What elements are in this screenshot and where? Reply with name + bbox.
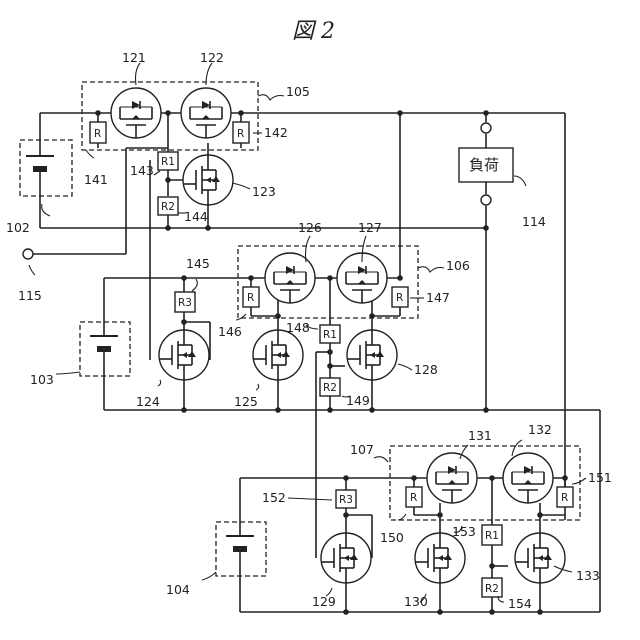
ref-123: 123 [252,184,276,199]
resistor-151-label: R [561,492,568,504]
ref-126: 126 [298,220,322,235]
fet-133 [515,533,565,583]
figure-title: 図 2 [292,19,335,44]
ref-129: 129 [312,594,336,609]
ref-107: 107 [350,442,374,457]
ref-152: 152 [262,490,286,505]
resistor-150-label: R [410,492,417,504]
fet-131 [427,453,477,503]
fet-132 [503,453,553,503]
resistor-144-label: R2 [161,201,175,213]
load-label: 負荷 [469,156,499,174]
fet-125 [253,330,303,380]
ref-131: 131 [468,428,492,443]
fet-126 [265,253,315,303]
ref-121: 121 [122,50,146,65]
ref-115: 115 [18,288,42,303]
terminal-115 [23,249,33,259]
fet-124 [159,330,209,380]
fet-123 [183,155,233,205]
ref-127: 127 [358,220,382,235]
ref-148: 148 [286,320,310,335]
ref-124: 124 [136,394,160,409]
fet-128 [347,330,397,380]
resistor-152-label: R3 [339,494,353,506]
ref-149: 149 [346,393,370,408]
resistor-145-label: R3 [178,297,192,309]
ref-142: 142 [264,125,288,140]
ref-102: 102 [6,220,30,235]
ref-143: 143 [130,163,154,178]
ref-130: 130 [404,594,428,609]
resistor-148-label: R1 [323,329,337,341]
ref-133: 133 [576,568,600,583]
wiring [33,113,600,612]
battery-104 [216,520,266,576]
ref-105: 105 [286,84,310,99]
ref-132: 132 [528,422,552,437]
ref-153: 153 [452,524,476,539]
ref-106: 106 [446,258,470,273]
battery-103 [80,320,130,376]
resistor-147-label: R [396,292,403,304]
ref-128: 128 [414,362,438,377]
resistor-146-label: R [247,292,254,304]
fet-129 [321,533,371,583]
ref-103: 103 [30,372,54,387]
ref-154: 154 [508,596,532,611]
ref-125: 125 [234,394,258,409]
fet-122 [181,88,231,138]
resistor-153-label: R1 [485,530,499,542]
fet-121 [111,88,161,138]
ref-104: 104 [166,582,190,597]
resistor-149-label: R2 [323,382,337,394]
ref-145: 145 [186,256,210,271]
ref-141: 141 [84,172,108,187]
resistor-143-label: R1 [161,156,175,168]
ref-146: 146 [218,324,242,339]
fet-130 [415,533,465,583]
resistor-142-label: R [237,128,244,140]
ref-144: 144 [184,209,208,224]
battery-102 [20,140,72,196]
module-105-box [82,82,258,150]
ref-151: 151 [588,470,612,485]
resistor-154-label: R2 [485,583,499,595]
resistor-141-label: R [94,128,101,140]
ref-122: 122 [200,50,224,65]
ref-147: 147 [426,290,450,305]
ref-150: 150 [380,530,404,545]
ref-114: 114 [522,214,546,229]
